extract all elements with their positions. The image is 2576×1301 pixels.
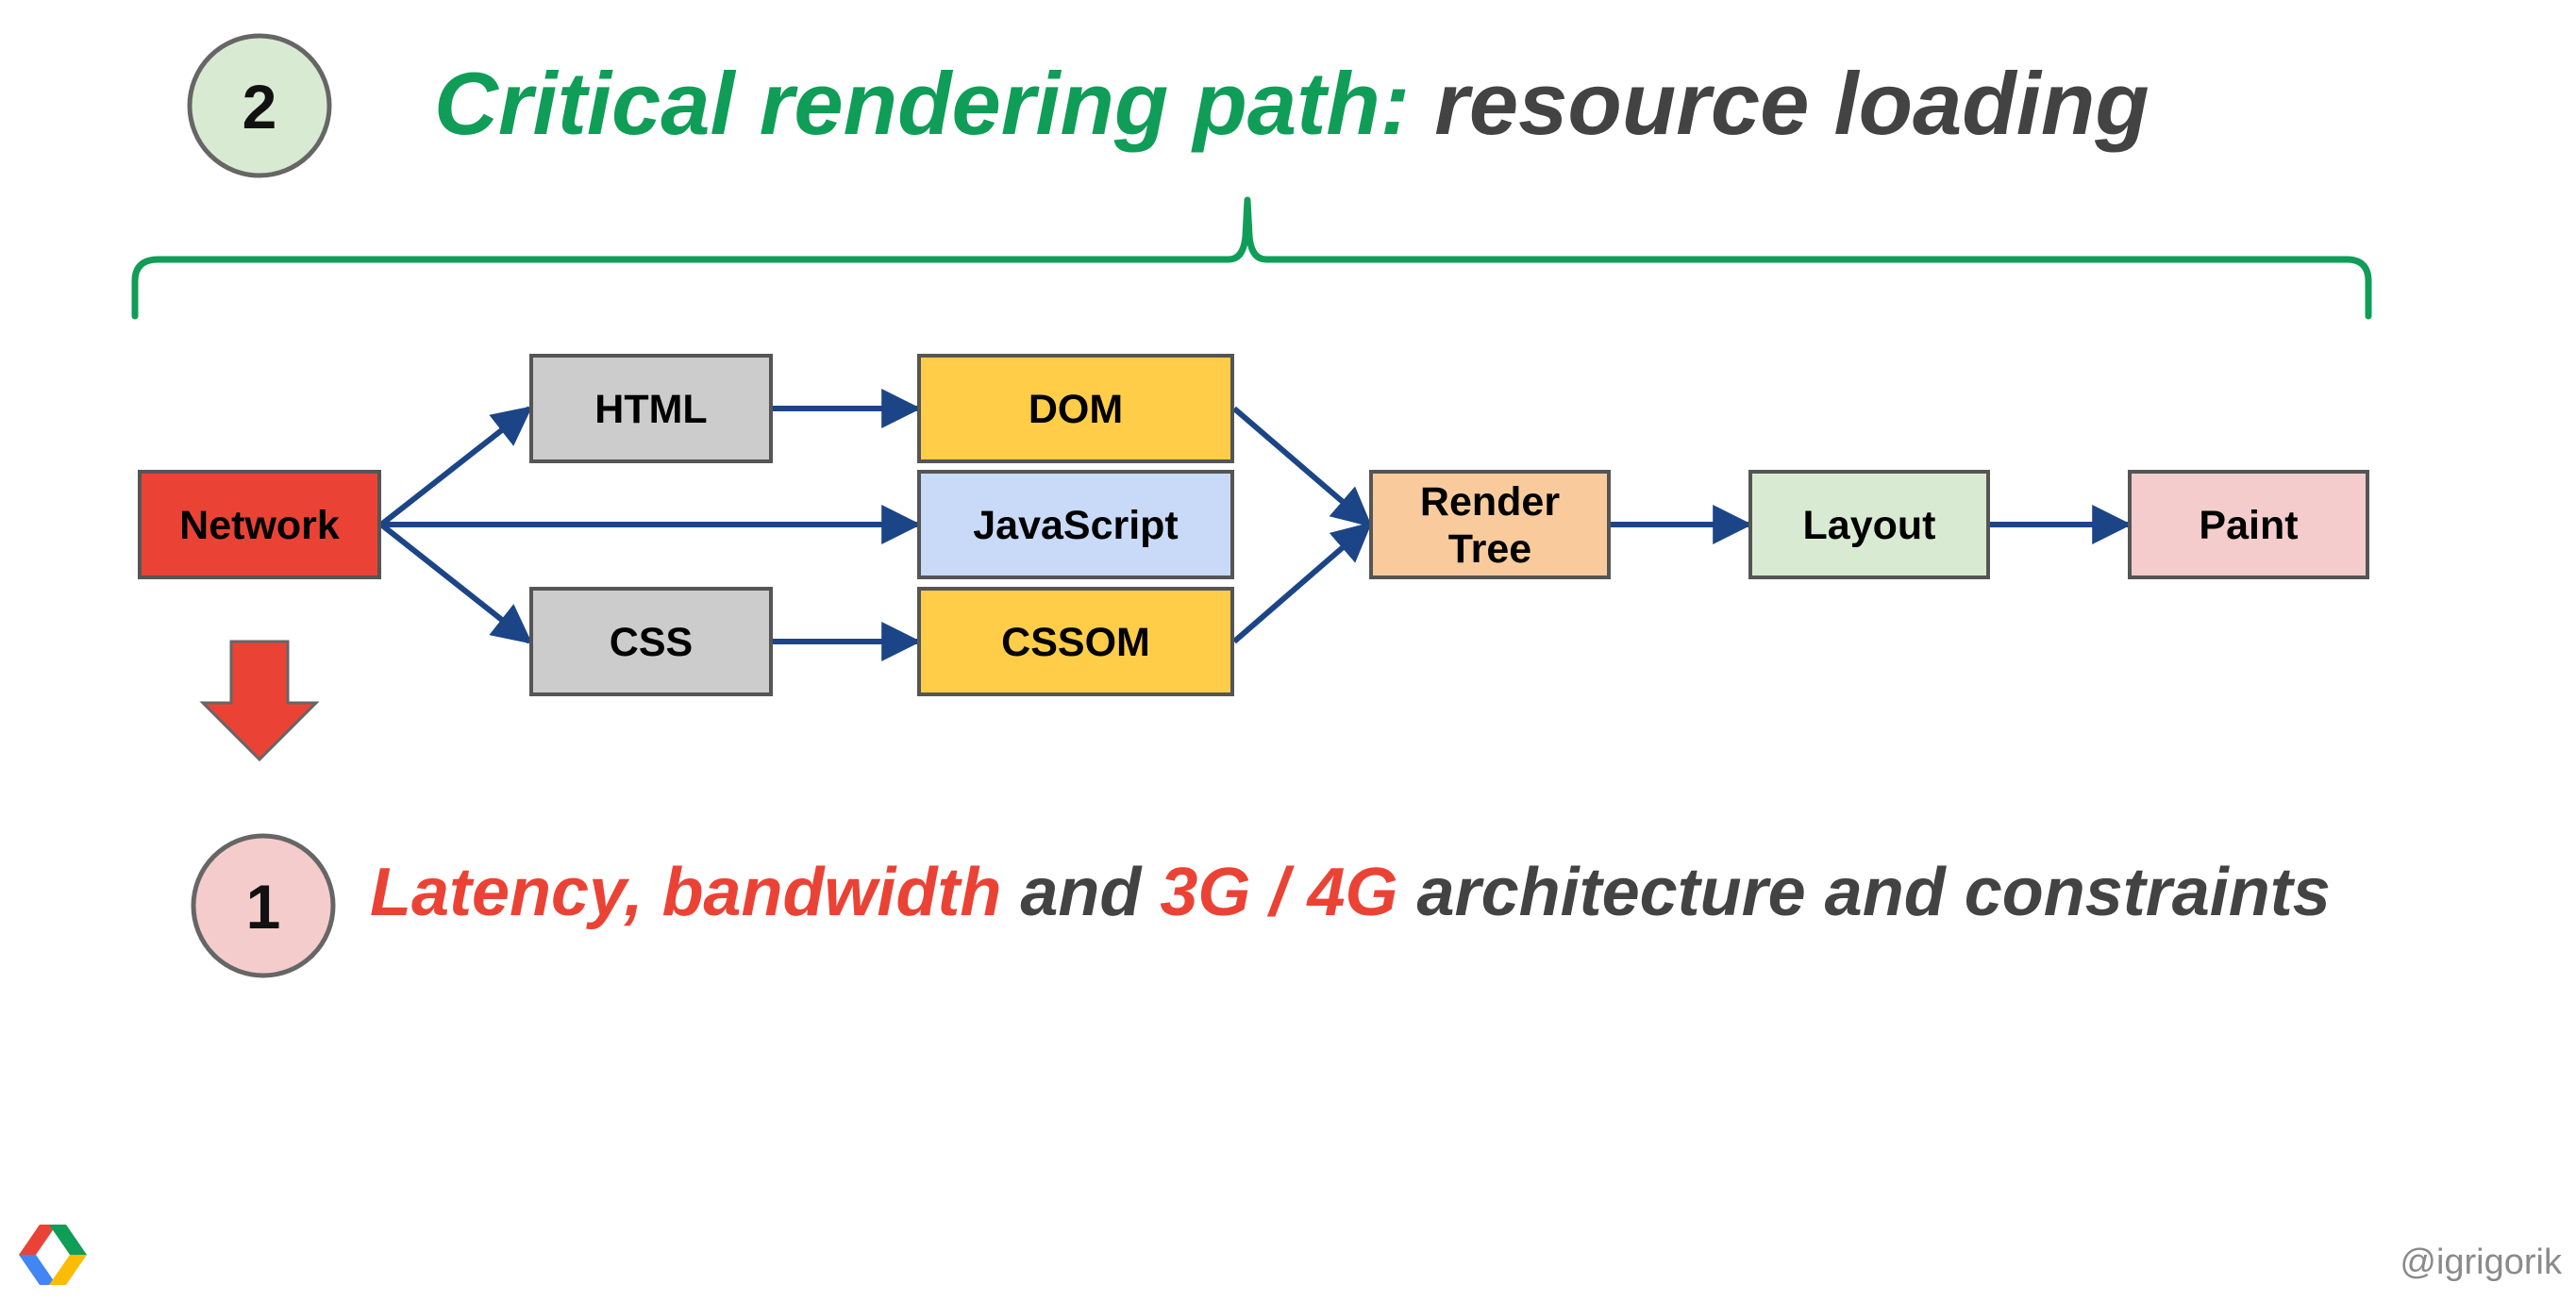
node-cssom-label: CSSOM: [1001, 620, 1150, 665]
step-1-text-part: and: [1001, 855, 1160, 930]
node-javascript-label: JavaScript: [973, 503, 1179, 548]
node-network-label: Network: [179, 503, 340, 548]
node-render-tree-label-line1: Render: [1420, 479, 1560, 525]
node-paint-label: Paint: [2199, 503, 2298, 548]
edge-cssom-to-render-tree: [1232, 522, 1373, 644]
node-layout-label: Layout: [1803, 503, 1936, 548]
edge-dom-to-render-tree: [1232, 406, 1373, 527]
node-layout: Layout: [1748, 470, 1990, 579]
node-cssom: CSSOM: [917, 587, 1234, 696]
step-2-number: 2: [243, 72, 277, 142]
step-1-badge: 1: [191, 833, 336, 978]
step-1-text-part: Latency, bandwidth: [370, 855, 1001, 930]
edge-network-to-css: [379, 522, 533, 644]
title-rest: resource loading: [1410, 54, 2149, 153]
step-2-badge: 2: [187, 33, 332, 178]
node-render-tree-label-line2: Tree: [1448, 526, 1531, 572]
slide-title: Critical rendering path: resource loadin…: [434, 54, 2149, 153]
node-css: CSS: [529, 587, 773, 696]
node-network: Network: [138, 470, 381, 579]
node-dom: DOM: [917, 354, 1234, 463]
author-credit: @igrigorik: [2400, 1243, 2563, 1282]
step-1-number: 1: [246, 872, 281, 942]
node-javascript: JavaScript: [917, 470, 1234, 579]
node-dom-label: DOM: [1029, 387, 1123, 432]
title-highlight: Critical rendering path:: [434, 54, 1410, 153]
node-paint: Paint: [2128, 470, 2369, 579]
edge-network-to-html: [379, 406, 533, 527]
down-arrow-icon: [199, 640, 320, 762]
step-1-text-part: architecture and constraints: [1398, 855, 2331, 930]
node-html: HTML: [529, 354, 773, 463]
step-1-text-part: 3G / 4G: [1160, 855, 1397, 930]
scope-brace: [131, 196, 2372, 320]
developers-logo: [19, 1225, 87, 1285]
diagram-edges: [379, 389, 2133, 661]
node-render-tree: Render Tree: [1369, 470, 1611, 579]
node-css-label: CSS: [610, 620, 693, 665]
node-html-label: HTML: [594, 387, 707, 432]
diagram-nodes: Network HTML CSS DOM JavaScript CSSOM Re…: [138, 354, 2369, 696]
step-1-text: Latency, bandwidth and 3G / 4G architect…: [370, 855, 2331, 930]
